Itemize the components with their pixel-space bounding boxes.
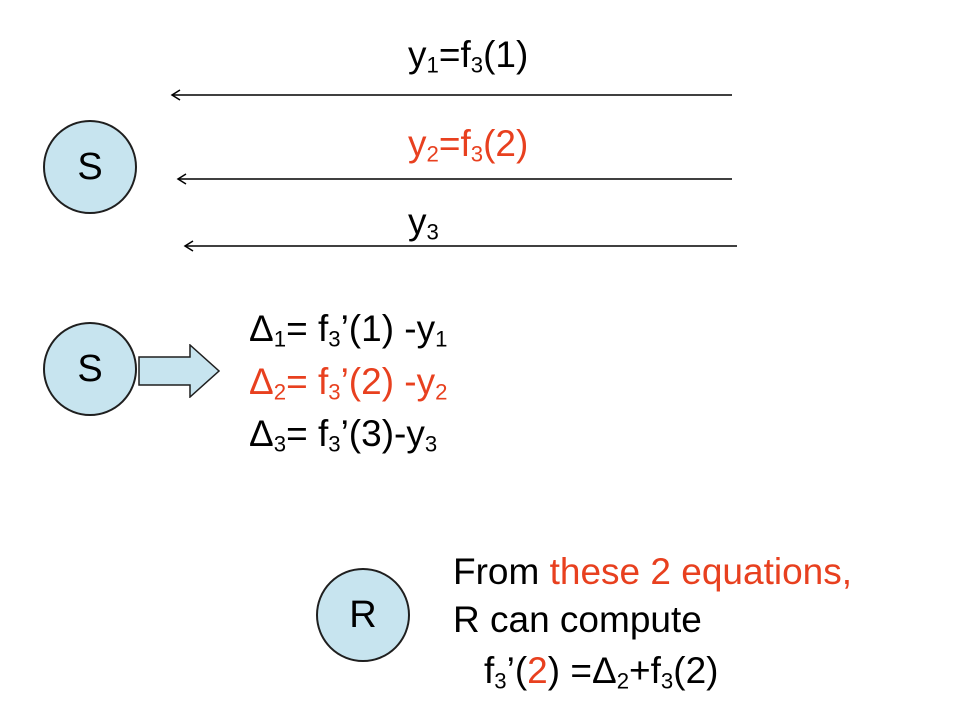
node-label: R	[349, 593, 377, 636]
arrow-y3-head	[183, 240, 194, 252]
sender-node-top: S	[43, 120, 137, 214]
message-label-y3: y3	[408, 201, 439, 245]
delta-equation-1: Δ1= f3’(1) -y1	[249, 308, 448, 352]
node-label: S	[77, 145, 103, 188]
conclusion-line-3: f3’(2) =Δ2+f3(2)	[484, 650, 719, 694]
delta-equation-2: Δ2= f3’(2) -y2	[249, 361, 448, 405]
arrow-y1-head	[170, 89, 181, 101]
block-arrow-icon	[138, 344, 220, 398]
message-label-y1: y1=f3(1)	[408, 34, 529, 78]
receiver-node: R	[316, 568, 410, 662]
conclusion-line-2: R can compute	[453, 599, 702, 640]
message-label-y2: y2=f3(2)	[408, 123, 529, 167]
conclusion-line-1: From these 2 equations,	[453, 551, 853, 592]
node-label: S	[77, 347, 103, 390]
delta-equation-3: Δ3= f3’(3)-y3	[249, 413, 438, 457]
sender-node-middle: S	[43, 322, 137, 416]
arrow-y2-head	[176, 173, 187, 185]
